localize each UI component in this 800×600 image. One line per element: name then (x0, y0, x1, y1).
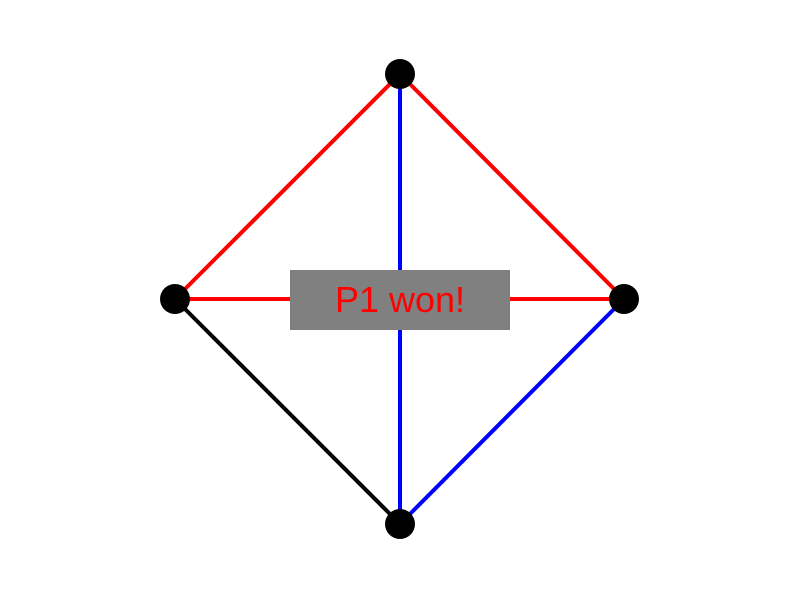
edge-left-bottom[interactable] (173, 297, 402, 526)
edge-top-right (398, 72, 626, 301)
edge-right-bottom (398, 297, 626, 526)
vertex-bottom (385, 509, 415, 539)
vertices-layer (160, 59, 639, 539)
vertex-right (609, 284, 639, 314)
result-text: P1 won! (334, 279, 466, 320)
result-banner: P1 won! (290, 270, 510, 330)
edge-top-left (173, 72, 402, 301)
vertex-top (385, 59, 415, 89)
vertex-left (160, 284, 190, 314)
